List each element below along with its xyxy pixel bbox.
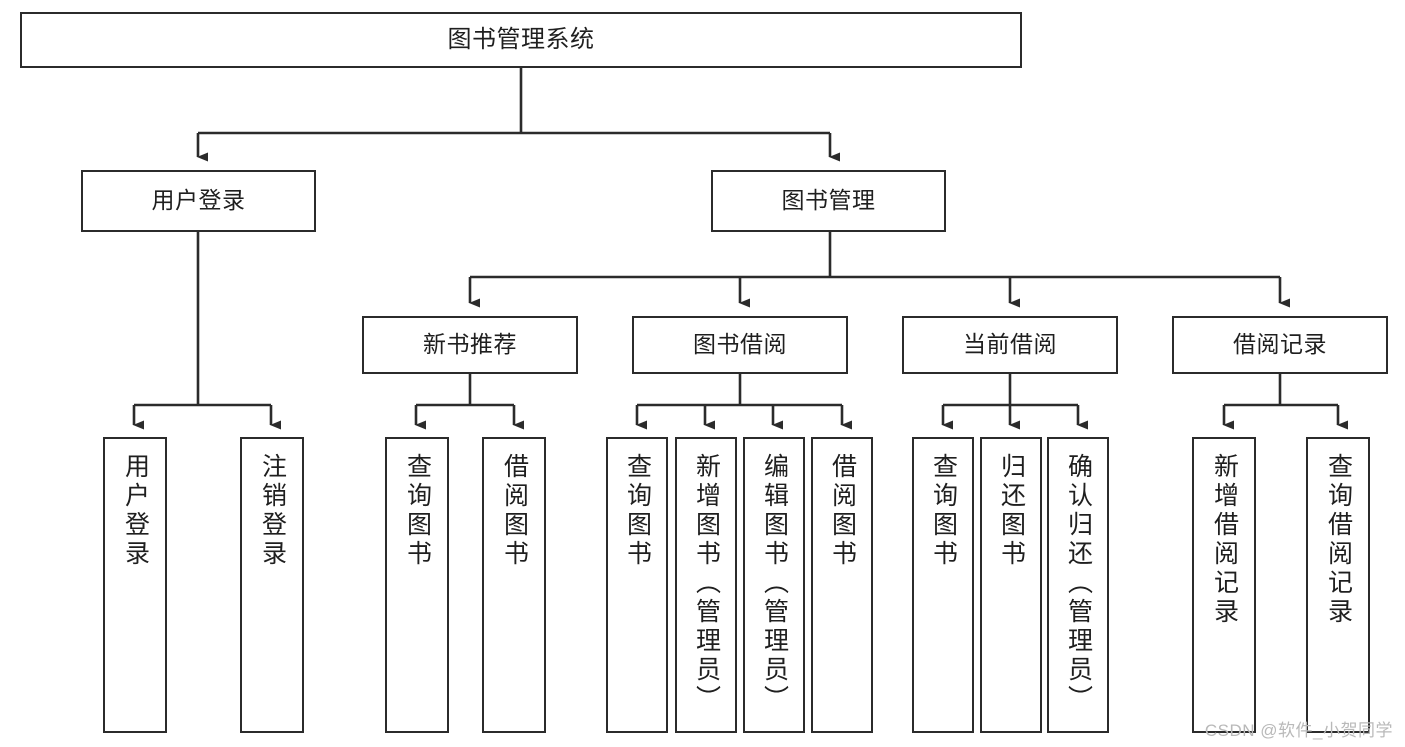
leaf-query-book-recommend[interactable]: 查询图书 [385,437,449,733]
leaf-add-borrow-record[interactable]: 新增借阅记录 [1192,437,1256,733]
watermark-text: CSDN @软件_小贺同学 [1204,721,1393,740]
leaf-borrow-book-recommend[interactable]: 借阅图书 [482,437,546,733]
node-label: 用户登录 [121,453,150,569]
node-borrow-record[interactable]: 借阅记录 [1172,316,1388,374]
leaf-borrow-book[interactable]: 借阅图书 [811,437,873,733]
leaf-add-book-admin[interactable]: 新增图书（管理员） [675,437,737,733]
leaf-query-borrow-record[interactable]: 查询借阅记录 [1306,437,1370,733]
node-new-book-recommend[interactable]: 新书推荐 [362,316,578,374]
leaf-edit-book-admin[interactable]: 编辑图书（管理员） [743,437,805,733]
node-label: 借阅图书 [828,453,857,569]
node-book-management[interactable]: 图书管理 [711,170,946,232]
node-user-login[interactable]: 用户登录 [81,170,316,232]
node-label: 查询借阅记录 [1324,453,1353,627]
node-label: 新增借阅记录 [1210,453,1239,627]
node-root-book-management-system[interactable]: 图书管理系统 [20,12,1022,68]
node-label: 注销登录 [258,453,287,569]
leaf-query-book-current[interactable]: 查询图书 [912,437,974,733]
node-label: 图书管理系统 [447,25,595,53]
node-label: 确认归还（管理员） [1064,453,1093,714]
node-label: 借阅记录 [1233,331,1327,358]
node-label: 图书借阅 [693,331,787,358]
node-current-borrow[interactable]: 当前借阅 [902,316,1118,374]
leaf-query-book-borrow[interactable]: 查询图书 [606,437,668,733]
node-label: 图书管理 [781,187,876,214]
node-label: 借阅图书 [500,453,529,569]
node-label: 当前借阅 [963,331,1057,358]
node-label: 查询图书 [929,453,958,569]
node-label: 新书推荐 [423,331,517,358]
leaf-return-book[interactable]: 归还图书 [980,437,1042,733]
leaf-logout-login[interactable]: 注销登录 [240,437,304,733]
leaf-user-login[interactable]: 用户登录 [103,437,167,733]
leaf-confirm-return-admin[interactable]: 确认归还（管理员） [1047,437,1109,733]
node-label: 查询图书 [623,453,652,569]
node-label: 归还图书 [997,453,1026,569]
node-label: 用户登录 [151,187,246,214]
node-book-borrow[interactable]: 图书借阅 [632,316,848,374]
node-label: 编辑图书（管理员） [760,453,789,714]
node-label: 新增图书（管理员） [692,453,721,714]
node-label: 查询图书 [403,453,432,569]
